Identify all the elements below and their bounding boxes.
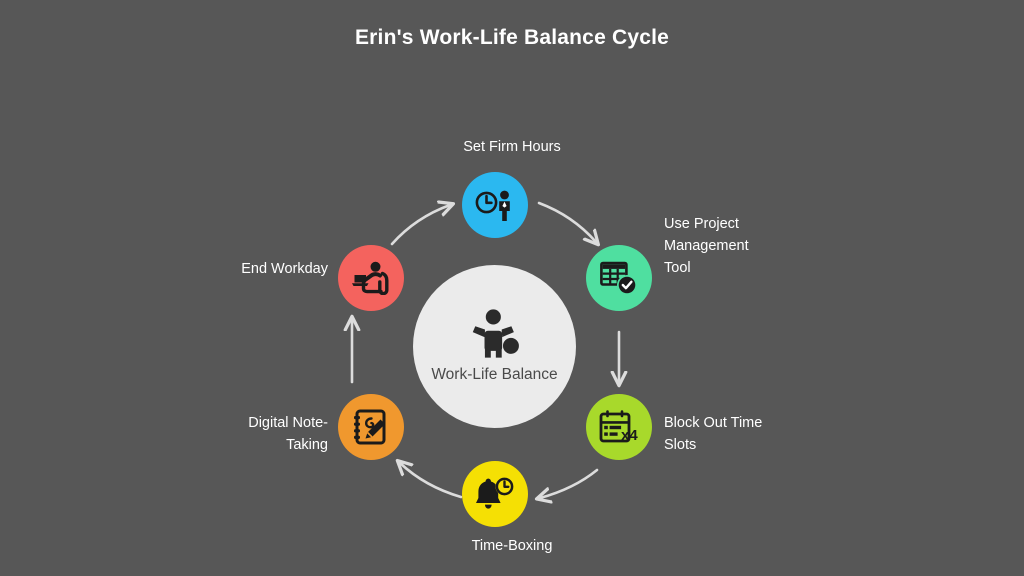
page-title: Erin's Work-Life Balance Cycle <box>354 26 670 49</box>
person-raising-arms-icon <box>472 308 519 358</box>
label-time-boxing: Time-Boxing <box>471 538 553 554</box>
node-block-out-time-slots[interactable]: x4 <box>586 394 652 460</box>
arrow-hours-to-tool <box>537 201 596 242</box>
label-block-out-time-slots: Block Out Time Slots <box>664 415 763 453</box>
label-digital-note-taking: Digital Note- Taking <box>248 415 328 453</box>
label-use-project-management-tool: Use Project Management Tool <box>664 216 749 276</box>
node-set-firm-hours[interactable] <box>462 172 528 238</box>
arrow-boxing-to-note <box>400 463 463 499</box>
table-check-icon <box>600 261 637 295</box>
center-hub: Work-Life Balance <box>413 265 576 428</box>
bell-clock-icon <box>476 477 514 509</box>
arrow-end-to-hours <box>390 205 450 246</box>
node-digital-note-taking[interactable] <box>338 394 404 460</box>
calendar-x4-icon: x4 <box>599 410 638 444</box>
notepad-pen-icon <box>354 409 386 445</box>
label-end-workday: End Workday <box>241 261 328 277</box>
node-use-project-management-tool[interactable] <box>586 245 652 311</box>
calendar-multiplier-text: x4 <box>621 427 638 444</box>
hub-label: Work-Life Balance <box>431 365 558 383</box>
node-time-boxing[interactable] <box>462 461 528 527</box>
clock-and-person-icon <box>475 190 510 221</box>
arrow-block-to-boxing <box>540 468 599 498</box>
person-relaxing-laptop-icon <box>352 261 389 295</box>
node-end-workday[interactable] <box>338 245 404 311</box>
label-set-firm-hours: Set Firm Hours <box>463 139 561 155</box>
